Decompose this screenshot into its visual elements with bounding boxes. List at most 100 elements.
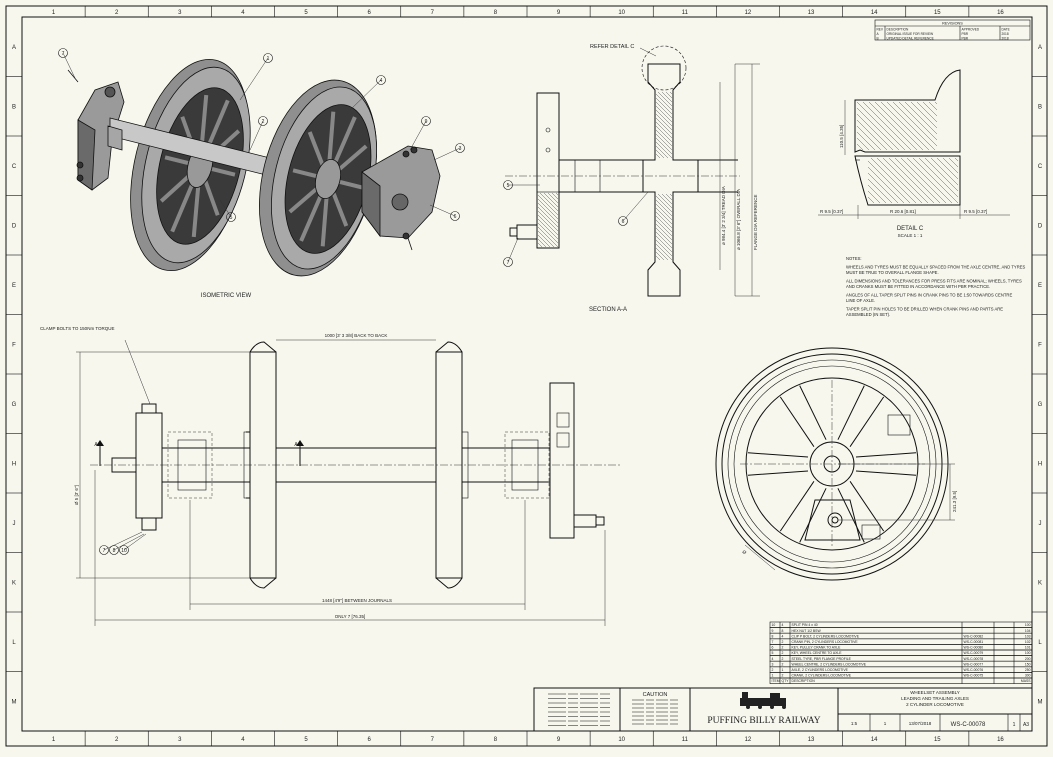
bom-cell: WHEEL CENTRE, 2 CYLINDERS LOCOMOTIVE: [792, 662, 867, 666]
svg-text:R 9.5 [0.37]: R 9.5 [0.37]: [964, 209, 987, 214]
balloon: [503, 180, 513, 190]
dim-back-to-back: 1000 [3' 3 3/8] BACK TO BACK: [325, 333, 388, 338]
bom-header-cell: DESCRIPTION: [792, 679, 816, 683]
zone-col-bottom: 15: [934, 737, 941, 743]
bom-cell: CLIP P BOLT, 2 CYLINDERS LOCOMOTIVE: [792, 634, 860, 638]
zone-col-bottom: 16: [997, 737, 1004, 743]
note-line: MUST BE TRUE TO OVERALL FLANGE SHAPE.: [846, 270, 939, 275]
revision-cell: PBR: [962, 37, 969, 41]
zone-row-right: D: [1038, 223, 1043, 229]
bom-cell: 2: [782, 646, 784, 650]
sheet-number: 1: [884, 721, 887, 726]
bom-cell: 102: [1025, 640, 1031, 644]
title-line-3: 2 CYLINDER LOCOMOTIVE: [906, 702, 964, 707]
bom-header-cell: QTY: [782, 679, 790, 683]
zone-markers-top: 1122334455667788991010111112121313141415…: [52, 6, 1004, 746]
zone-row-left: H: [12, 461, 16, 467]
bom-cell: 2: [782, 651, 784, 655]
balloon-label: 5: [230, 215, 233, 221]
detail-c-scale: SCALE 1 : 1: [898, 233, 923, 238]
revision-cell: UPDATED DETAIL REFERENCE: [887, 37, 934, 41]
zone-col-top: 2: [115, 10, 119, 16]
balloon-label: 10: [121, 548, 127, 554]
bom-cell: 4: [772, 657, 774, 661]
company-name: PUFFING BILLY RAILWAY: [707, 716, 820, 726]
note-line: ANGLES OF ALL TAPER SPLIT PINS IN CRANK …: [846, 293, 1012, 298]
drawing-date: 13/07/2018: [909, 721, 932, 726]
zone-col-bottom: 7: [431, 737, 435, 743]
zone-col-bottom: 12: [745, 737, 752, 743]
bom-cell: 6: [772, 646, 774, 650]
bom-cell: 2: [782, 674, 784, 678]
bom-cell: WS-C-00076: [964, 668, 984, 672]
bom-cell: 8: [782, 629, 784, 633]
isometric-view: [67, 58, 441, 277]
detail-c-title: DETAIL C: [897, 226, 924, 232]
detail-c-view: 110.5 [4.35] R 9.5 [0.37] R 20.6 [0.81] …: [818, 69, 1010, 219]
bom-cell: WS-C-00075: [964, 674, 984, 678]
bom-header-cell: ITEM: [772, 679, 780, 683]
svg-text:R 20.6 [0.81]: R 20.6 [0.81]: [890, 209, 916, 214]
zone-col-bottom: 5: [304, 737, 308, 743]
bom-cell: 4: [782, 634, 784, 638]
bom-cell: WS-C-00079: [964, 651, 984, 655]
revision-cell: PBR: [962, 32, 969, 36]
bom-header-cell: MASS: [1021, 679, 1031, 683]
revision-col-header: REV: [877, 28, 884, 32]
zone-row-left: L: [12, 640, 16, 646]
bom-cell: 10: [772, 623, 776, 627]
zone-col-bottom: 1: [52, 737, 56, 743]
bom-cell: 101: [1025, 646, 1031, 650]
title-line-1: WHEELSET ASSEMBLY: [910, 690, 960, 695]
bom-cell: 150: [1025, 662, 1031, 666]
zone-row-left: B: [12, 104, 16, 110]
zone-row-left: D: [12, 223, 17, 229]
outer-border: [5, 5, 1048, 747]
revision-cell: B: [877, 37, 879, 41]
revision-col-header: DATE: [1002, 28, 1010, 32]
zone-row-left: C: [12, 164, 17, 170]
bom-cell: SPLIT PIN 4 x 40: [792, 623, 818, 627]
refer-detail-label: REFER DETAIL C: [590, 44, 634, 50]
general-notes: NOTES:WHEELS AND TYRES MUST BE EQUALLY S…: [846, 256, 1026, 317]
zone-col-bottom: 14: [871, 737, 878, 743]
zone-col-top: 9: [557, 10, 561, 16]
balloon-label: 9: [425, 119, 428, 125]
bom-cell: 9: [772, 629, 774, 633]
drawing-number: WS-C-00078: [951, 722, 986, 728]
note-line: NOTES:: [846, 256, 862, 261]
bom-cell: 7: [772, 640, 774, 644]
zone-col-top: 4: [241, 10, 245, 16]
balloon: [258, 116, 268, 126]
drawing-scale: 1:5: [851, 721, 858, 726]
bom-cell: 1: [782, 668, 784, 672]
balloon: [450, 211, 460, 221]
front-view: [76, 339, 620, 626]
zone-col-top: 12: [745, 10, 752, 16]
bom-cell: AXLE, 2 CYLINDERS LOCOMOTIVE: [792, 668, 849, 672]
zone-row-right: G: [1038, 402, 1043, 408]
balloon-label: 6: [454, 214, 457, 220]
bom-cell: 4: [782, 623, 784, 627]
title-line-2: LEADING AND TRAILING AXLES: [901, 696, 969, 701]
zone-row-left: E: [12, 283, 16, 289]
bom-cell: HEX NUT 1/2 BSW: [792, 629, 822, 633]
zone-row-right: H: [1038, 461, 1042, 467]
balloon: [99, 545, 109, 555]
svg-text:110.5 [4.35]: 110.5 [4.35]: [839, 125, 844, 148]
section-view: ø 984.4 [3' 2 3/4] TREAD DIA ø 1066.8 [3…: [505, 45, 760, 297]
zone-row-right: L: [1038, 640, 1042, 646]
zone-row-left: M: [12, 699, 17, 705]
zone-row-right: B: [1038, 104, 1042, 110]
revision-cell: A: [877, 32, 880, 36]
torque-note: CLAMP BOLTS TO 150Nm TORQUE: [40, 326, 115, 331]
bom-cell: 2: [772, 668, 774, 672]
bom-cell: 8: [772, 634, 774, 638]
bom-cell: 2: [782, 662, 784, 666]
zone-row-left: K: [12, 580, 16, 586]
bom-cell: KEY, WHEEL CENTRE TO AXLE: [792, 651, 843, 655]
zone-col-bottom: 8: [494, 737, 498, 743]
